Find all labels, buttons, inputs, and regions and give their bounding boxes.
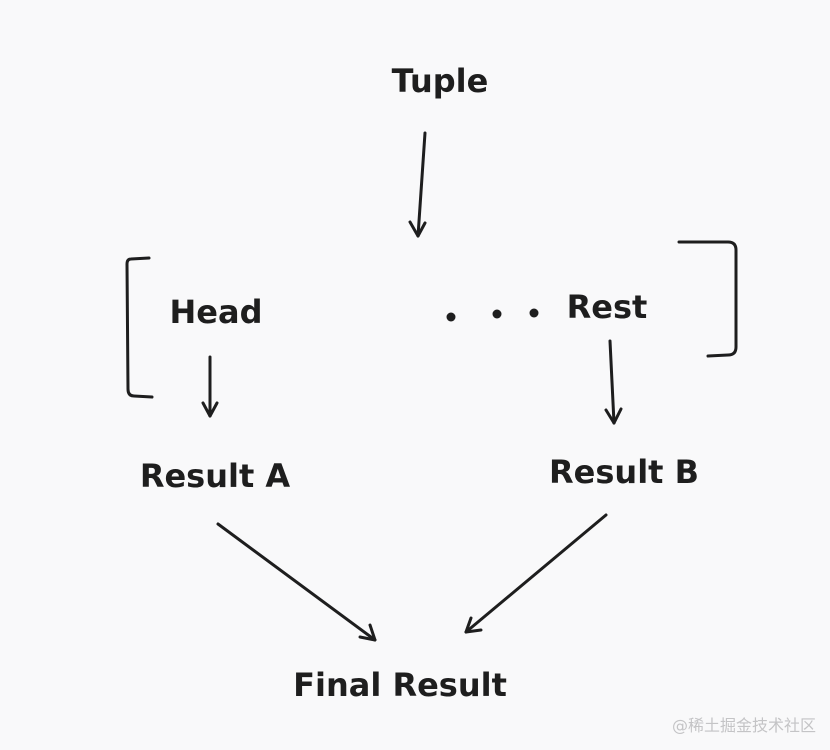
spread-dot [446,312,456,322]
right-bracket [677,240,738,358]
arrow-head-to-result-a [201,355,219,418]
watermark: @稀土掘金技术社区 [671,716,816,735]
spread-dots [446,308,539,322]
node-head: Head [170,293,263,331]
left-bracket [125,256,154,399]
node-result-b: Result B [549,453,699,491]
arrow-tuple-down [408,131,427,238]
node-rest: Rest [567,288,648,326]
spread-dot [492,309,502,319]
node-final-result: Final Result [293,666,507,704]
node-result-a: Result A [140,457,291,495]
arrow-result-b-to-final [464,513,608,634]
node-tuple: Tuple [392,62,489,100]
arrow-result-a-to-final [216,522,377,642]
spread-dot [529,308,539,318]
arrow-rest-to-result-b [604,339,623,425]
